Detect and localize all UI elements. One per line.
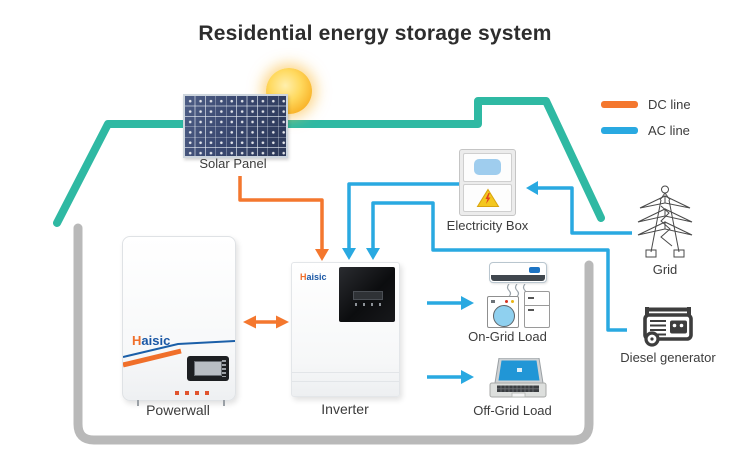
washing-machine-icon: [487, 296, 519, 328]
ac-line-label: AC line: [648, 123, 690, 138]
ac-arrowhead-inverter-1: [342, 248, 356, 260]
powerwall-swoosh: [123, 340, 235, 368]
fridge-divider: [525, 305, 549, 306]
house-wall-line: [73, 223, 594, 445]
electricity-box-bottom-cell: [463, 183, 512, 212]
inverter-display: [339, 267, 395, 322]
ac-line-swatch: [601, 127, 638, 134]
powerwall-feet: [137, 400, 225, 406]
fridge-handle-top: [528, 297, 534, 299]
washer-latch: [491, 300, 495, 303]
ac-arrowhead-inverter-2: [366, 248, 380, 260]
powerwall: Haisic: [122, 236, 236, 406]
fridge-icon: [524, 291, 550, 328]
electricity-box-top-cell: [463, 153, 512, 182]
breaker-switch-icon: [474, 159, 501, 176]
inverter-label: Inverter: [321, 401, 369, 417]
ac-vent-strip: [491, 275, 545, 281]
dc-line-swatch: [601, 101, 638, 108]
ac-arrowhead-offgrid: [461, 370, 474, 384]
powerwall-display: [187, 356, 229, 381]
solar-panel-icon: [183, 94, 288, 158]
solar-panel-label: Solar Panel: [199, 156, 267, 171]
dc-arrowhead-inverter: [315, 249, 329, 261]
warning-triangle-icon: [476, 188, 499, 207]
air-conditioner-icon: [489, 262, 547, 283]
page-title: Residential energy storage system: [198, 22, 552, 45]
washer-led-red: [505, 300, 508, 303]
legend-item-dc: DC line: [601, 97, 691, 112]
diesel-generator-icon: [643, 307, 693, 347]
electricity-box: [459, 149, 516, 216]
legend: DC line AC line: [601, 97, 691, 138]
inverter-screen: [353, 291, 383, 300]
grid-label: Grid: [652, 262, 678, 277]
ac-line-generator-to-inverter: [371, 201, 627, 332]
ac-line-grid-to-ebox: [538, 186, 632, 235]
dc-arrowhead-inverter-left: [276, 315, 289, 329]
powerwall-screen: [194, 361, 222, 376]
laptop-icon: [489, 358, 547, 398]
powerwall-leds: [222, 360, 226, 377]
grid-tower-icon: [637, 185, 693, 258]
inverter-brand-logo: Haisic: [300, 272, 327, 282]
powerwall-indicator-dots: [175, 391, 215, 395]
powerwall-label: Powerwall: [146, 402, 210, 418]
washer-door: [493, 305, 515, 327]
inverter-lights: [355, 303, 381, 306]
roof-line: [53, 97, 605, 227]
ac-display-light: [529, 267, 540, 273]
dc-arrowhead-powerwall: [243, 315, 256, 329]
dc-line-label: DC line: [648, 97, 691, 112]
off-grid-load-label: Off-Grid Load: [473, 403, 552, 418]
inverter-vents: [292, 372, 399, 382]
dc-line-solar-to-inverter: [238, 176, 324, 250]
electricity-box-label: Electricity Box: [446, 218, 529, 233]
on-grid-load-label: On-Grid Load: [468, 329, 547, 344]
washer-led-yellow: [511, 300, 514, 303]
inverter: Haisic: [291, 262, 400, 397]
ac-arrowhead-ongrid: [461, 296, 474, 310]
powerwall-brand-logo: Haisic: [132, 333, 171, 348]
diesel-generator-label: Diesel generator: [620, 350, 716, 365]
ac-line-ebox-to-inverter: [347, 182, 459, 249]
legend-item-ac: AC line: [601, 123, 691, 138]
fridge-handle-bottom: [528, 309, 534, 311]
ac-arrowhead-ebox: [526, 181, 538, 195]
